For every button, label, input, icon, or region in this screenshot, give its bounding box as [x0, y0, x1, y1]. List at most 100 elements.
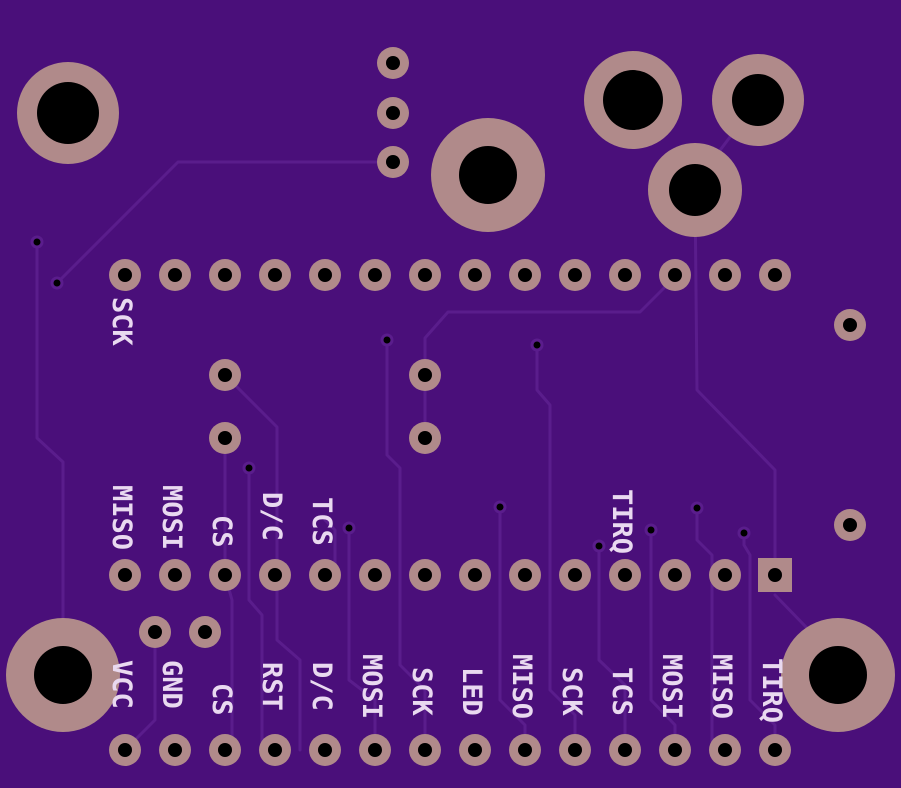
via [493, 500, 507, 514]
pad-drill [668, 568, 682, 582]
pads [109, 47, 866, 766]
pad-drill [418, 368, 432, 382]
label-cs: CS [206, 515, 237, 548]
pad-drill [118, 743, 132, 757]
pad-drill [668, 743, 682, 757]
via [50, 276, 64, 290]
label-tirq-bottom: TIRQ [756, 658, 787, 723]
pad-drill [218, 268, 232, 282]
pad-drill [168, 743, 182, 757]
pad-drill [268, 268, 282, 282]
trace [347, 526, 377, 752]
label-dc: D/C [256, 492, 287, 541]
label-vcc: VCC [106, 660, 137, 709]
label-tcs: TCS [306, 497, 337, 546]
mounting-hole-drill [459, 146, 517, 204]
via [242, 461, 256, 475]
mounting-holes [6, 51, 895, 732]
silkscreen: SCK MISO MOSI CS D/C TCS TIRQ VCC GND CS… [106, 297, 787, 723]
pad-drill [518, 743, 532, 757]
label-sck-bottom: SCK [406, 667, 437, 717]
label-sck2-bottom: SCK [556, 667, 587, 717]
square-pad-drill [768, 568, 782, 582]
pad-drill [518, 268, 532, 282]
label-cs-bottom: CS [206, 683, 237, 716]
trace [693, 188, 777, 577]
pad-drill [148, 625, 162, 639]
pad-drill [418, 268, 432, 282]
via [690, 501, 704, 515]
trace [55, 160, 395, 285]
pad-drill [468, 743, 482, 757]
pad-drill [118, 568, 132, 582]
trace [695, 506, 714, 752]
trace [247, 466, 264, 752]
pad-drill [318, 743, 332, 757]
pad-drill [218, 431, 232, 445]
mounting-hole-drill [732, 74, 784, 126]
trace [35, 240, 65, 677]
pad-drill [318, 268, 332, 282]
pad-drill [843, 318, 857, 332]
via [644, 523, 658, 537]
via [737, 526, 751, 540]
pad-drill [418, 743, 432, 757]
pad-drill [198, 625, 212, 639]
pad-drill [468, 568, 482, 582]
trace [597, 544, 627, 752]
via [30, 235, 44, 249]
trace [385, 338, 427, 752]
label-led: LED [456, 667, 487, 716]
pad-drill [368, 268, 382, 282]
pad-drill [386, 106, 400, 120]
label-tirq: TIRQ [606, 489, 637, 554]
trace [742, 531, 777, 752]
pad-drill [718, 568, 732, 582]
pad-drill [386, 155, 400, 169]
pad-drill [768, 743, 782, 757]
label-mosi: MOSI [156, 485, 187, 550]
label-mosi-bottom: MOSI [356, 654, 387, 719]
pad-drill [718, 743, 732, 757]
pad-drill [418, 568, 432, 582]
pad-drill [768, 268, 782, 282]
label-tcs-bottom: TCS [606, 667, 637, 716]
pad-drill [843, 518, 857, 532]
trace [423, 275, 677, 377]
mounting-hole-drill [809, 646, 867, 704]
trace [535, 343, 577, 752]
pad-drill [368, 568, 382, 582]
pad-drill [418, 431, 432, 445]
pad-drill [268, 568, 282, 582]
trace [323, 518, 337, 577]
pad-drill [718, 268, 732, 282]
mounting-hole-drill [669, 164, 721, 216]
label-miso: MISO [106, 485, 137, 550]
pad-drill [218, 743, 232, 757]
vias [30, 235, 751, 553]
pad-drill [668, 268, 682, 282]
pad-drill [118, 268, 132, 282]
pad-drill [618, 268, 632, 282]
mounting-hole-drill [603, 70, 663, 130]
pad-drill [218, 568, 232, 582]
mounting-hole-drill [37, 82, 99, 144]
label-gnd: GND [156, 660, 187, 709]
pad-drill [468, 268, 482, 282]
via [342, 521, 356, 535]
pad-drill [386, 56, 400, 70]
pad-drill [568, 568, 582, 582]
pad-drill [218, 368, 232, 382]
pad-drill [168, 568, 182, 582]
mounting-hole-drill [34, 646, 92, 704]
via [592, 539, 606, 553]
label-rst: RST [256, 662, 287, 711]
label-miso-bottom: MISO [506, 654, 537, 719]
pad-drill [568, 743, 582, 757]
pad-drill [518, 568, 532, 582]
pad-drill [268, 743, 282, 757]
pad-drill [618, 568, 632, 582]
pad-drill [618, 743, 632, 757]
label-mosi2-bottom: MOSI [656, 654, 687, 719]
